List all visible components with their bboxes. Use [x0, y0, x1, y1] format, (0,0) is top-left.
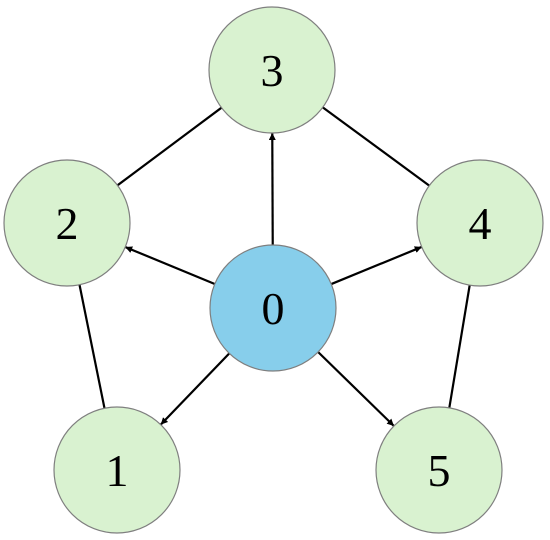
node-label-1: 1 — [106, 445, 129, 496]
node-3: 3 — [208, 6, 336, 134]
node-0: 0 — [209, 244, 337, 372]
node-label-2: 2 — [56, 198, 79, 249]
node-circle-0 — [209, 244, 337, 372]
edge-3-4 — [322, 106, 430, 187]
edge-0-2 — [124, 246, 216, 285]
node-circle-5 — [375, 406, 503, 534]
node-5: 5 — [375, 406, 503, 534]
node-circle-1 — [53, 406, 181, 534]
node-4: 4 — [416, 159, 544, 287]
edge-4-5 — [448, 284, 471, 409]
node-label-0: 0 — [262, 283, 285, 334]
node-circle-2 — [3, 159, 131, 287]
node-circle-4 — [416, 159, 544, 287]
node-1: 1 — [53, 406, 181, 534]
node-circle-3 — [208, 6, 336, 134]
edge-0-4 — [330, 245, 423, 286]
node-label-5: 5 — [428, 445, 451, 496]
node-label-3: 3 — [261, 45, 284, 96]
node-2: 2 — [3, 159, 131, 287]
nodes: 0 1 2 3 4 5 — [3, 6, 544, 534]
edge-0-5 — [317, 351, 395, 427]
edge-2-3 — [116, 106, 223, 187]
edge-0-1 — [159, 352, 231, 426]
node-label-4: 4 — [469, 198, 492, 249]
edges — [78, 106, 471, 427]
edge-1-2 — [78, 284, 106, 409]
